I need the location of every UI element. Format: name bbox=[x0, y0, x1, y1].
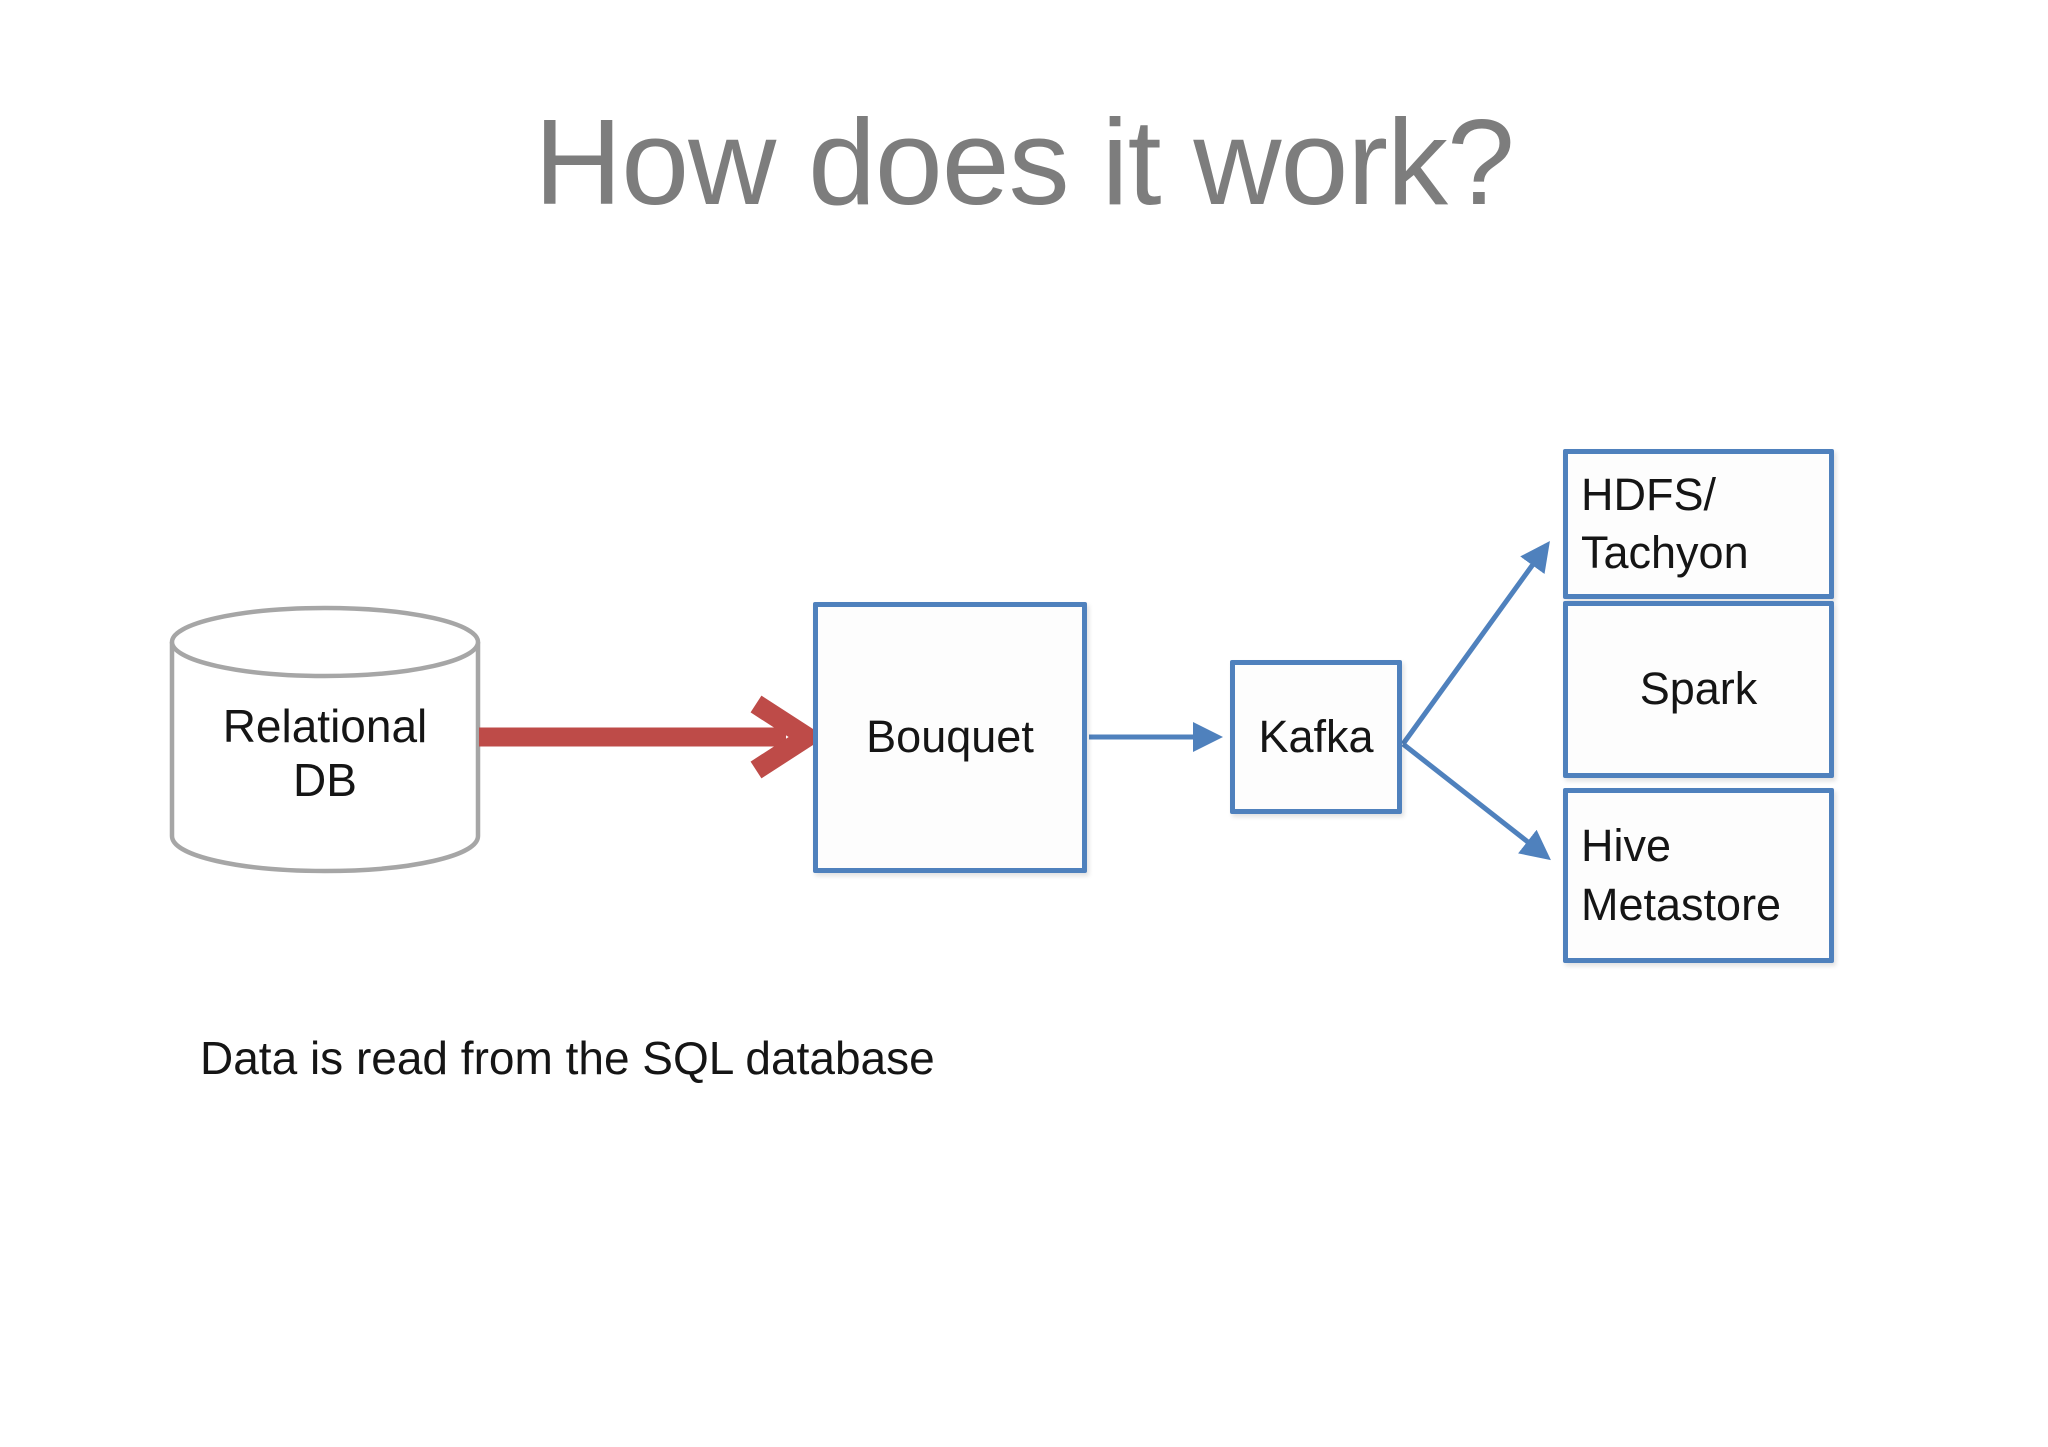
red-arrow bbox=[479, 695, 826, 779]
kafka-box: Kafka bbox=[1230, 660, 1402, 814]
relational-db-label-line2: DB bbox=[293, 754, 357, 807]
hdfs-tachyon-label-line2: Tachyon bbox=[1581, 527, 1749, 578]
red-arrow-head bbox=[750, 695, 826, 779]
kafka-to-hdfs-arrow bbox=[1400, 540, 1550, 746]
hive-metastore-label-line2: Metastore bbox=[1581, 878, 1782, 930]
hdfs-tachyon-box: HDFS/ Tachyon bbox=[1563, 449, 1834, 599]
caption: Data is read from the SQL database bbox=[200, 1032, 935, 1084]
bouquet-box: Bouquet bbox=[813, 602, 1087, 873]
hdfs-tachyon-label-line1: HDFS/ bbox=[1581, 468, 1716, 520]
relational-db-label: Relational DB bbox=[172, 699, 478, 808]
cylinder-top bbox=[169, 605, 481, 679]
hive-metastore-box: Hive Metastore bbox=[1563, 788, 1834, 963]
spark-box: Spark bbox=[1563, 601, 1834, 778]
kafka-label: Kafka bbox=[1258, 710, 1374, 762]
spark-label: Spark bbox=[1639, 663, 1758, 715]
bouquet-label: Bouquet bbox=[866, 711, 1034, 763]
cylinder-body bbox=[169, 642, 481, 874]
kafka-to-hive-arrow bbox=[1401, 742, 1551, 861]
relational-db-cylinder bbox=[169, 605, 481, 874]
relational-db-label-line1: Relational bbox=[222, 700, 428, 752]
slide-title: How does it work? bbox=[534, 94, 1515, 230]
hive-metastore-label-line1: Hive bbox=[1581, 820, 1672, 871]
